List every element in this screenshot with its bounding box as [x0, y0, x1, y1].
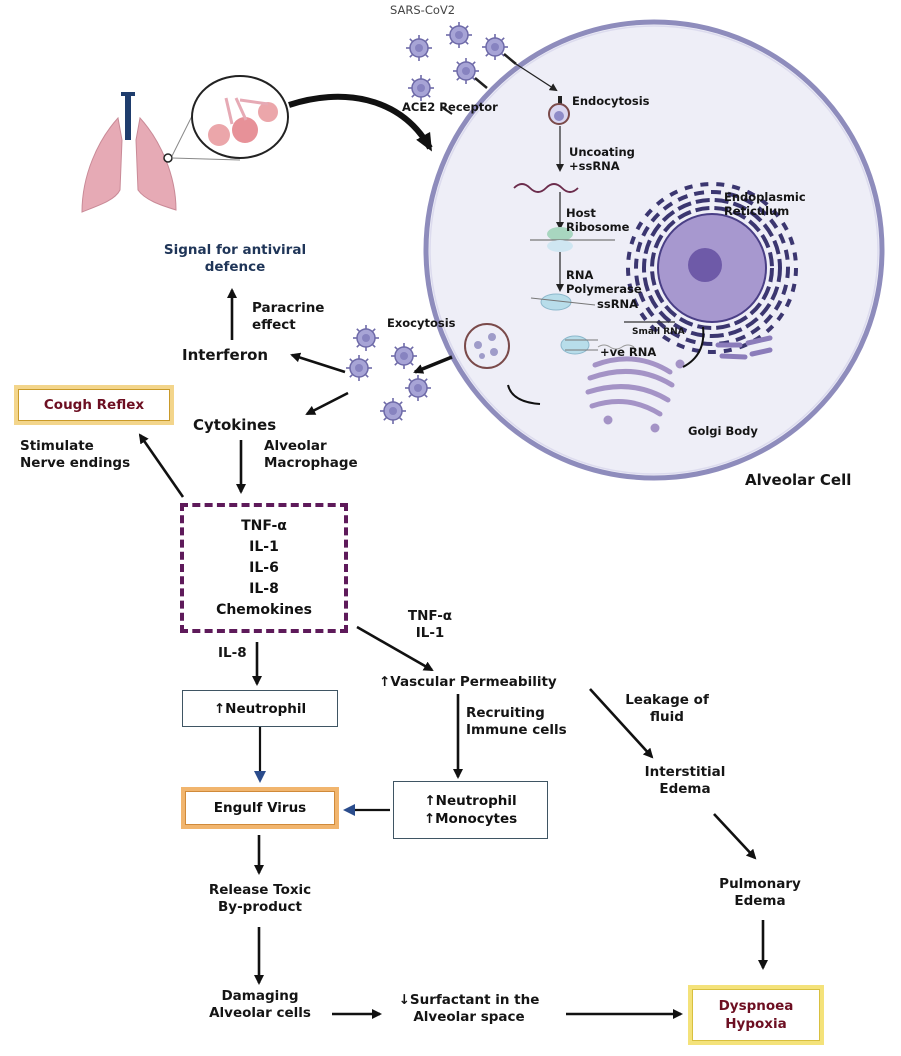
surfactant-label: ↓Surfactant in the Alveolar space	[398, 992, 540, 1025]
nucleolus	[688, 248, 722, 282]
leakage-fluid-label: Leakage of fluid	[625, 692, 709, 725]
vascular-permeability-label: ↑Vascular Permeability	[379, 674, 557, 690]
recruiting-immune-label: Recruiting Immune cells	[466, 705, 567, 738]
virus-particles-exit	[345, 324, 453, 425]
interferon-label: Interferon	[182, 346, 269, 364]
ssrna-label: ssRNA	[597, 297, 639, 311]
endoplasmic-reticulum-label: Endoplasmic Reticulum	[724, 190, 806, 218]
golgi-body-label: Golgi Body	[688, 424, 758, 438]
lungs-icon	[81, 92, 241, 213]
alveolar-cell-label: Alveolar Cell	[745, 471, 852, 489]
ace2-receptor-label: ACE2 Receptor	[402, 100, 498, 114]
exocytosis-vesicle-icon	[464, 323, 510, 369]
alveoli-inset-icon	[191, 75, 289, 159]
cytokine-mediators-box: TNF-α IL-1 IL-6 IL-8 Chemokines	[180, 503, 348, 633]
flow-arrows	[138, 288, 768, 1019]
blue-arrows	[254, 726, 390, 816]
replication-pathway	[464, 96, 705, 405]
positive-rna-label: +ve RNA	[600, 345, 657, 359]
pulmonary-edema-label: Pulmonary Edema	[719, 876, 801, 909]
cytokines-label: Cytokines	[193, 416, 277, 434]
stimulate-nerve-label: Stimulate Nerve endings	[20, 438, 131, 471]
golgi-body-icon	[585, 356, 685, 433]
cell-membrane-outer	[423, 19, 885, 481]
ssrna-wave	[513, 183, 579, 193]
neutrophil-box: ↑Neutrophil	[182, 690, 338, 727]
il8-label: IL-8	[218, 645, 247, 661]
endoplasmic-reticulum	[626, 182, 798, 354]
endocytosis-label: Endocytosis	[572, 94, 650, 108]
curved-arrow	[682, 326, 705, 368]
cough-reflex-box: Cough Reflex	[14, 385, 174, 425]
virus-particles-entry	[405, 21, 558, 115]
dyspnoea-hypoxia-box: Dyspnoea Hypoxia	[688, 985, 824, 1045]
exocytosis-label: Exocytosis	[387, 316, 456, 330]
small-rna-label: Small RNA	[632, 327, 685, 337]
alveolar-macrophage-label: Alveolar Macrophage	[264, 438, 358, 471]
neutrophil-monocytes-box: ↑Neutrophil ↑Monocytes	[393, 781, 548, 839]
interstitial-edema-label: Interstitial Edema	[644, 764, 726, 797]
antiviral-signal-label: Signal for antiviral defence	[163, 242, 307, 275]
sars-cov2-label: SARS-CoV2	[390, 3, 456, 17]
uncoating-label: Uncoating +ssRNA	[569, 145, 635, 173]
alveolar-cell	[423, 19, 885, 481]
er-fragments	[715, 335, 773, 360]
zoom-arrow	[288, 93, 433, 152]
nucleus	[657, 213, 767, 323]
release-toxic-label: Release Toxic By-product	[208, 882, 312, 915]
rna-polymerase-label: RNA Polymerase	[566, 268, 642, 296]
ribosome-icon	[547, 227, 573, 241]
host-ribosome-label: Host Ribosome	[566, 206, 630, 234]
engulf-virus-box: Engulf Virus	[181, 787, 339, 829]
tnf-il1-label: TNF-α IL-1	[407, 608, 453, 641]
paracrine-effect-label: Paracrine effect	[252, 300, 325, 333]
cell-membrane-inner	[429, 25, 879, 475]
trachea	[125, 94, 131, 140]
damaging-alveolar-label: Damaging Alveolar cells	[209, 988, 311, 1021]
